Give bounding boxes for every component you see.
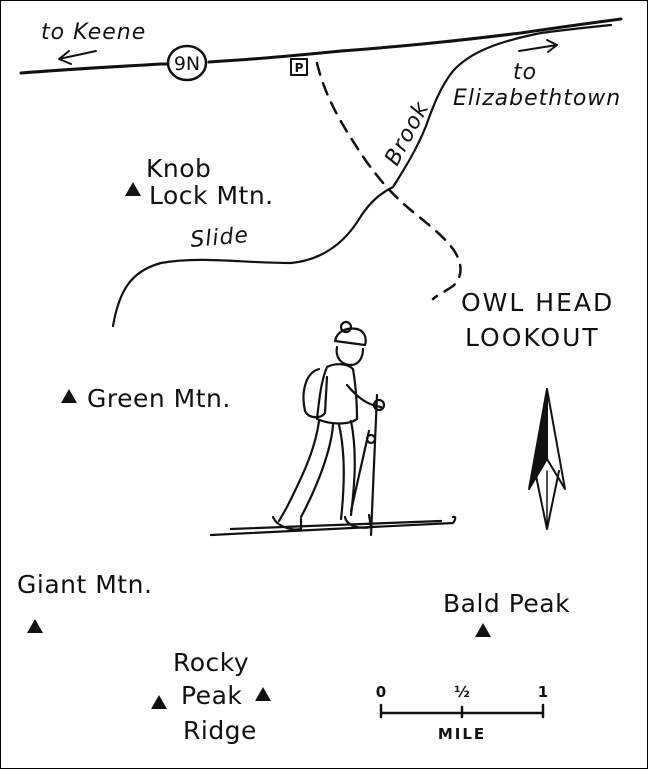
giant-mtn-label: Giant Mtn. bbox=[17, 570, 152, 599]
scale-unit: MILE bbox=[438, 725, 486, 743]
owl-head-label-1: OWL HEAD bbox=[461, 288, 614, 317]
scale-tick-half: ½ bbox=[454, 683, 470, 701]
arrow-right-icon bbox=[518, 39, 558, 53]
parking-icon: P bbox=[290, 58, 308, 76]
knob-lock-peak-icon bbox=[125, 182, 141, 196]
to-keene-label: to Keene bbox=[41, 20, 146, 45]
scale-tick-0: 0 bbox=[376, 683, 386, 701]
north-arrow-icon bbox=[528, 388, 566, 530]
parking-label: P bbox=[295, 61, 304, 75]
slide-label: Slide bbox=[189, 223, 250, 253]
scale-tick-1: 1 bbox=[538, 683, 548, 701]
brook-label: Brook bbox=[380, 97, 434, 170]
green-mtn-label: Green Mtn. bbox=[87, 384, 231, 413]
scale-bar: 0 ½ 1 MILE bbox=[376, 683, 548, 743]
giant-mtn-peak-icon bbox=[27, 619, 43, 633]
rocky-peak-label-3: Ridge bbox=[183, 716, 257, 745]
knob-lock-label-2: Lock Mtn. bbox=[149, 181, 274, 210]
green-mtn-peak-icon bbox=[61, 389, 77, 403]
knob-lock-label-1: Knob bbox=[146, 154, 211, 183]
rocky-peak-icon-left bbox=[151, 695, 167, 709]
road-9n bbox=[19, 17, 623, 75]
trail-line bbox=[315, 61, 462, 301]
rocky-peak-label-1: Rocky bbox=[173, 648, 249, 677]
rocky-peak-label-2: Peak bbox=[181, 681, 242, 710]
owl-head-label-2: LOOKOUT bbox=[465, 323, 600, 352]
route-shield: 9N bbox=[166, 44, 208, 82]
bald-peak-icon bbox=[475, 623, 491, 637]
rocky-peak-icon-right bbox=[255, 687, 271, 701]
arrow-left-icon bbox=[58, 50, 97, 65]
route-number: 9N bbox=[174, 53, 200, 75]
to-elizabethtown-label-2: Elizabethtown bbox=[453, 86, 621, 111]
skier-illustration bbox=[209, 320, 457, 537]
to-elizabethtown-label-1: to bbox=[513, 60, 537, 85]
bald-peak-label: Bald Peak bbox=[443, 589, 570, 618]
